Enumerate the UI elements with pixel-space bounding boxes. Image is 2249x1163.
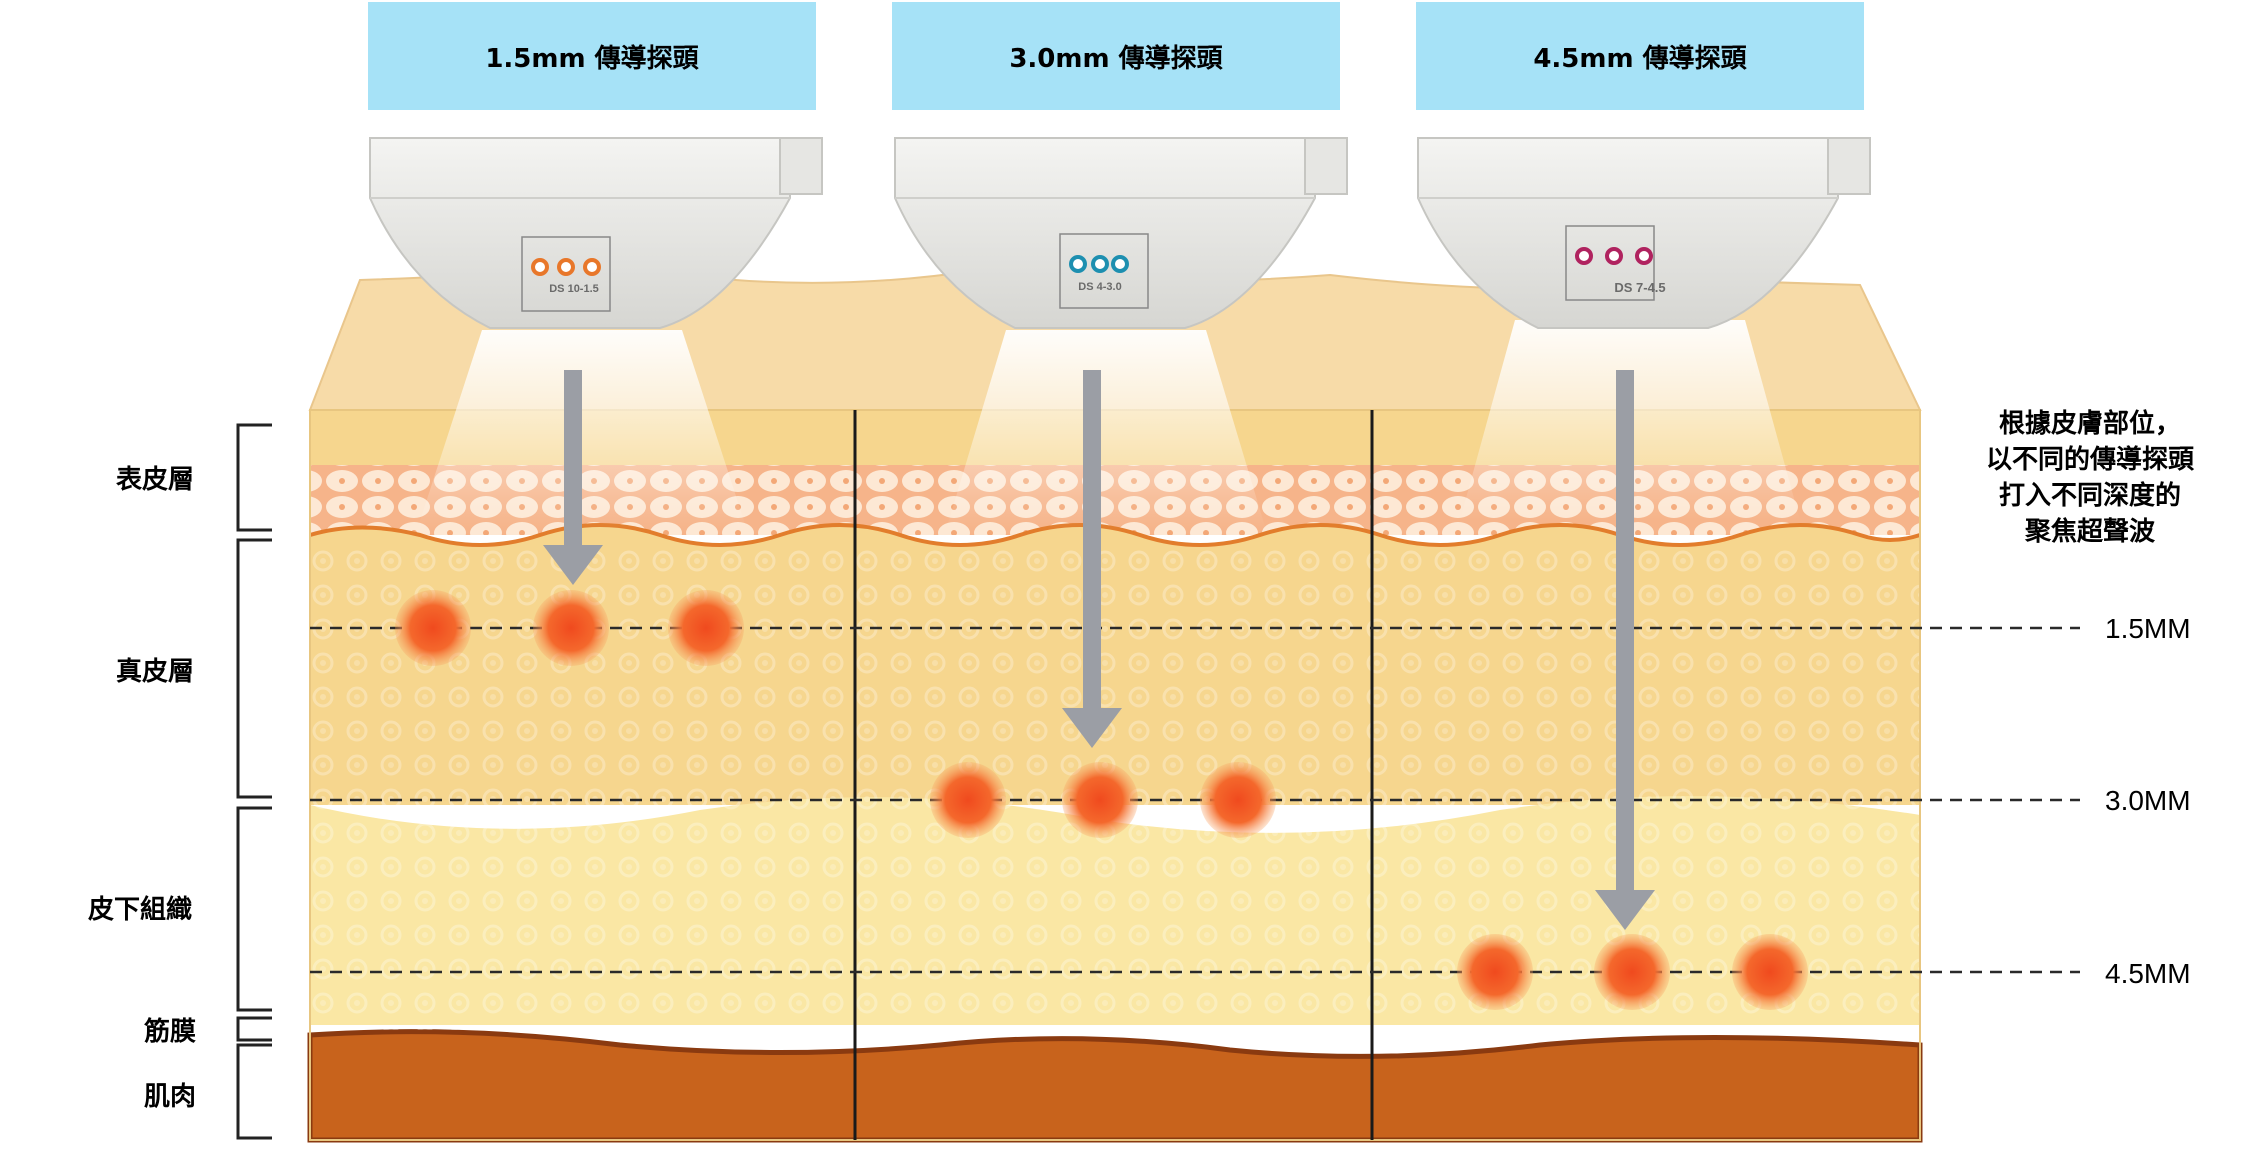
layer-label-epidermis: 表皮層 [116,465,194,495]
note-line: 根據皮膚部位， [1999,408,2181,439]
depth-label-1: 1.5MM [2105,613,2191,644]
depth-arrow-head [1595,890,1655,930]
depth-guides [310,626,2080,974]
layer-bracket [236,538,272,799]
probe-indicator-dot [1575,247,1593,265]
probe-indicator-dot [1111,255,1129,273]
focal-point [395,590,471,666]
note-line: 以不同的傳導探頭 [1986,444,2195,475]
focal-point [668,590,744,666]
note-line: 打入不同深度的 [1999,480,2181,511]
probe-indicator-dot [1605,247,1623,265]
probe-header-label: 4.5mm 傳導探頭 [1533,43,1747,74]
layer-bracket [236,806,272,1012]
layer-bracket [236,1043,272,1140]
probe-indicator-frame [521,236,611,312]
probe-indicator-dot [583,258,601,276]
probe-indicator-dot [1069,255,1087,273]
probe-columns [368,2,1871,1010]
muscle-band [307,1029,1923,1143]
focal-point [1732,934,1808,1010]
probe-connector [779,137,823,195]
probe-indicator-dot [531,258,549,276]
probe-indicator-frame [1059,233,1149,309]
layer-brackets [236,423,272,1140]
focal-point [1200,762,1276,838]
note-line: 聚焦超聲波 [2024,516,2156,547]
depth-label-3: 4.5MM [2105,958,2191,989]
probe-model-label: DS 7-4.5 [1614,280,1665,295]
depth-arrow-head [1062,708,1122,748]
probe-header-label: 3.0mm 傳導探頭 [1009,43,1223,74]
focal-point [1457,934,1533,1010]
probe-model-label: DS 4-3.0 [1078,281,1121,293]
focal-point [533,590,609,666]
probe-header-box [892,2,1340,110]
probe-indicator-dot [557,258,575,276]
layer-label-fascia: 筋膜 [144,1016,196,1047]
layer-label-muscle: 肌肉 [144,1082,196,1112]
depth-label-2: 3.0MM [2105,785,2191,816]
layer-label-subcutaneous: 皮下組織 [88,894,192,925]
probe-body [894,137,1316,329]
focal-point [1594,934,1670,1010]
ultrasound-beam [946,330,1266,530]
layer-label-dermis: 真皮層 [116,657,194,687]
probe-header-box [368,2,816,110]
probe-model-label: DS 10-1.5 [549,283,599,295]
probe-body [1417,137,1839,329]
layer-bracket [236,423,272,532]
focal-point [930,762,1006,838]
probe-header-label: 1.5mm 傳導探頭 [485,43,699,74]
focal-point [1062,762,1138,838]
probe-indicator-dot [1635,247,1653,265]
layer-bracket [236,1016,272,1042]
probe-connector [1304,137,1348,195]
probe-connector [1827,137,1871,195]
probe-indicator-dot [1091,255,1109,273]
probe-indicator-frame [1565,225,1655,301]
probe-header-box [1416,2,1864,110]
probe-body [369,137,791,329]
depth-arrow-head [543,545,603,585]
